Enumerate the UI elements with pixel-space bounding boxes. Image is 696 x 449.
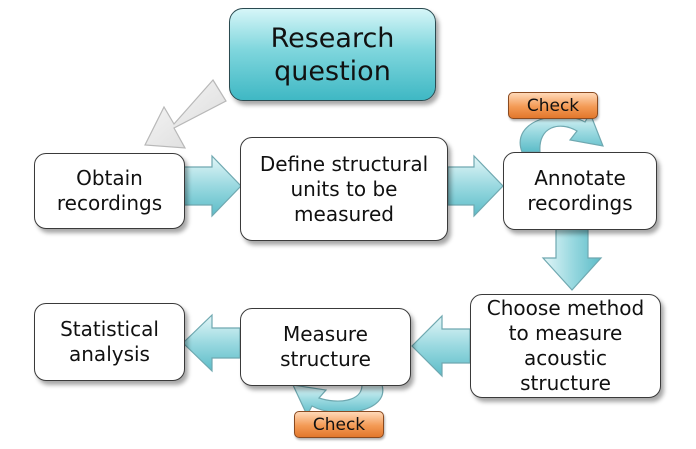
statistical-analysis-box: Statistical analysis (34, 303, 185, 381)
obtain-to-define-arrow (183, 154, 242, 218)
obtain-recordings-box: Obtain recordings (34, 153, 185, 229)
annotate-recordings-box: Annotate recordings (503, 152, 657, 230)
question-to-obtain-arrow (144, 78, 227, 149)
annotate-check-badge: Check (508, 92, 598, 119)
annotate-to-choose-arrow (541, 227, 603, 291)
choose-to-measure-arrow (411, 314, 471, 378)
measure-check-badge: Check (294, 411, 384, 438)
define-structural-units-box: Define structural units to be measured (240, 137, 448, 241)
measure-to-statistical-arrow (182, 313, 241, 373)
measure-structure-box: Measure structure (240, 308, 411, 386)
annotate-check-loop-arrow (519, 111, 604, 153)
choose-method-box: Choose method to measure acoustic struct… (470, 294, 661, 398)
define-to-annotate-arrow (447, 154, 504, 218)
research-question-box: Research question (229, 8, 436, 101)
